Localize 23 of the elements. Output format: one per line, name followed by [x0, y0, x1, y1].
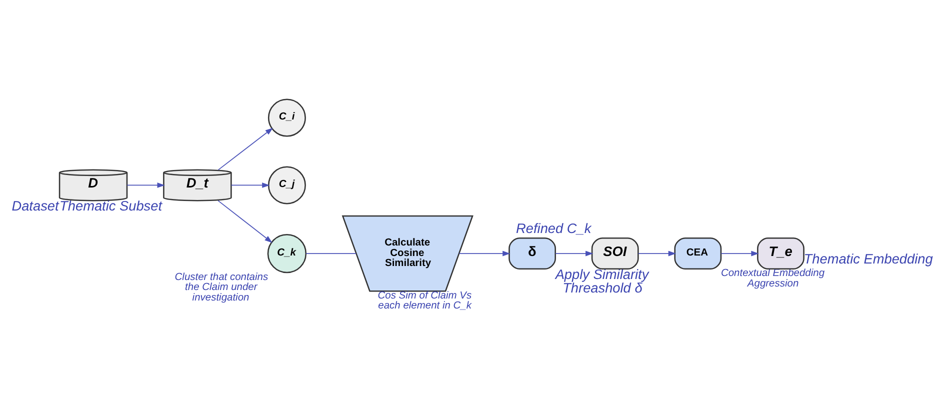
node-label: Refined C_k — [516, 220, 592, 236]
node-label: Cluster that contains the Claim under investigation — [174, 271, 268, 303]
node-label: Dataset — [12, 198, 59, 214]
node-circle: C_j — [268, 166, 306, 204]
node-box: SOI — [591, 237, 639, 270]
node-label: Cos Sim of Claim Vs each element in C_k — [378, 290, 472, 312]
arrow — [555, 250, 594, 256]
arrow — [218, 127, 274, 170]
node-label: Thematic Embedding — [804, 251, 933, 266]
node-label: Contextual Embedding Aggression — [720, 268, 825, 289]
node-circle: C_k — [267, 233, 307, 273]
arrow — [230, 182, 270, 188]
arrow — [218, 200, 272, 242]
connector — [306, 252, 356, 254]
arrow — [638, 250, 676, 256]
arrow — [126, 182, 165, 188]
node-box: δ — [508, 237, 556, 270]
node-box: T_e — [757, 237, 804, 270]
node-label: Thematic Subset — [60, 198, 162, 214]
arrow — [458, 250, 510, 256]
node-circle: C_i — [268, 98, 306, 136]
node-box: CEA — [674, 237, 722, 270]
arrow — [720, 250, 759, 256]
